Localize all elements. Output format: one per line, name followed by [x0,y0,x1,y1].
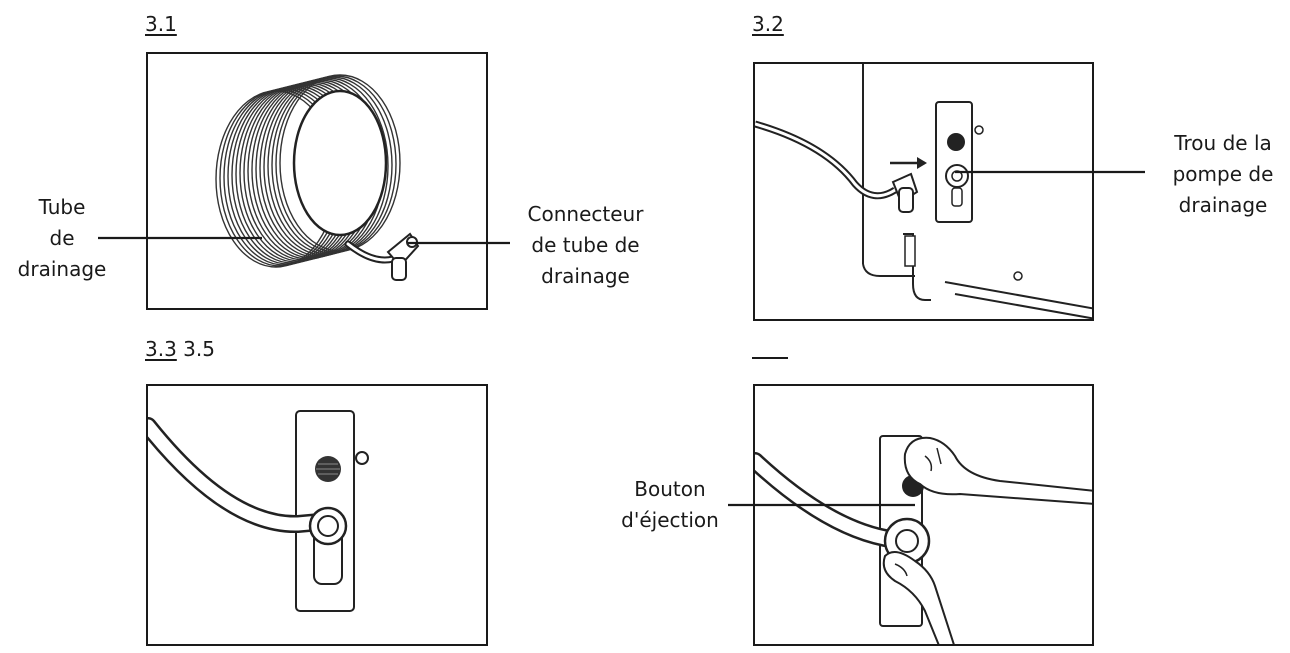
panel-3-2-insert-tube [753,62,1094,321]
tube-label-line-2: de [49,226,75,250]
pump-label-line-1: Trou de la [1174,131,1272,155]
drain-tube-coil-illustration [215,74,420,281]
connector-label-line-3: drainage [541,264,630,288]
eject-tube-illustration [755,435,1092,644]
connector-label-line-2: de tube de [531,233,640,257]
step-blank-underline [752,357,788,359]
pump-hole-label: Trou de la pompe de drainage [1158,128,1288,221]
step-3-3-label: 3.3 [145,337,177,361]
eject-label-line-2: d'éjection [621,508,719,532]
pump-label-line-3: drainage [1178,193,1268,217]
step-3-1-heading: 3.1 [145,12,177,36]
tube-label-line-3: drainage [17,257,107,281]
pump-label-line-2: pompe de [1172,162,1274,186]
panel-3-3-connected [146,384,488,646]
panel-3-1-drain-tube-coil [146,52,488,310]
tube-label-line-1: Tube [38,195,86,219]
step-3-3-3-5-heading: 3.3 3.5 [145,337,215,361]
step-3-5-label: 3.5 [183,337,215,361]
step-3-2-heading: 3.2 [752,12,784,36]
tube-de-drainage-label: Tube de drainage [6,192,118,285]
eject-button-label: Bouton d'éjection [604,474,736,536]
eject-label-line-1: Bouton [634,477,706,501]
connector-label-line-1: Connecteur [527,202,644,226]
connected-tube-illustration [148,410,369,612]
pump-hole-insertion-illustration [755,64,1092,319]
connecteur-label: Connecteur de tube de drainage [508,199,663,292]
panel-3-5-eject [753,384,1094,646]
